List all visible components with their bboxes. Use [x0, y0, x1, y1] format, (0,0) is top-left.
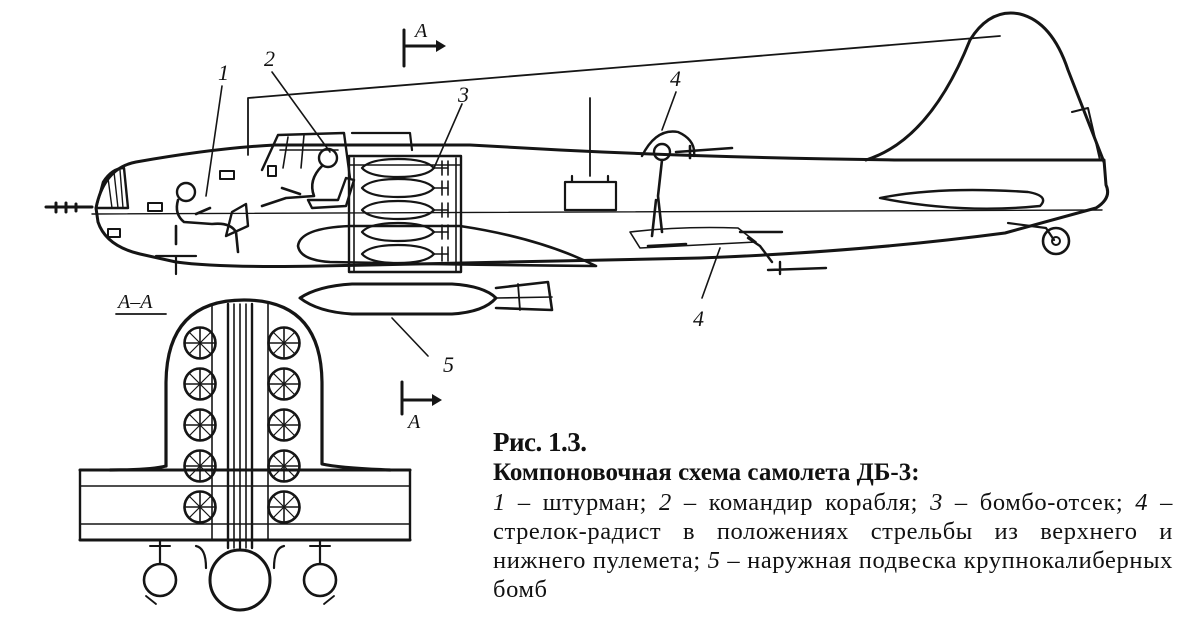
nose-machine-gun [44, 201, 94, 214]
central-beam [211, 302, 269, 550]
section-marker-bottom: A [400, 380, 442, 433]
bomb-rows [183, 326, 301, 524]
upper-gunner-figure [629, 130, 828, 276]
external-bomb [298, 280, 554, 316]
legend-num-1: 1 [493, 488, 506, 516]
horizontal-stabilizer [878, 188, 1045, 210]
label-bomb-bay: 3 [457, 82, 469, 107]
legend-num-4: 4 [1135, 488, 1149, 516]
section-letter-bottom: A [406, 411, 421, 433]
navigator-figure [154, 181, 250, 276]
label-commander: 2 [264, 46, 275, 71]
figure-legend: 1 – штурман; 2 – командир корабля; 3 – б… [493, 488, 1173, 605]
cockpit-canopy [260, 131, 352, 180]
legend-num-3: 3 [930, 488, 943, 516]
legend-text-1: – штурман; [505, 488, 659, 516]
tail-wheel [1006, 221, 1071, 256]
figure-caption: Рис. 1.3. Компоновочная схема самолета Д… [493, 426, 1173, 604]
external-bombs-section [142, 538, 338, 612]
legend-text-3: – бомбо-отсек; [942, 488, 1136, 516]
legend-text-5: – наружная подвеска крупнокалиберных бом… [493, 547, 1173, 604]
legend-num-2: 2 [659, 488, 672, 516]
nose-glazing [94, 166, 130, 210]
commander-figure [260, 147, 356, 210]
fuselage-outline [94, 143, 1110, 268]
side-view: A 1 2 3 4 4 5 [44, 11, 1110, 377]
figure-title: Компоновочная схема самолета ДБ-3: [493, 459, 920, 487]
wing-root [296, 224, 598, 268]
section-view: А–А [78, 291, 442, 612]
label-gunner-upper: 4 [670, 66, 681, 91]
legend-num-5: 5 [707, 547, 721, 575]
vertical-tail [864, 11, 1106, 164]
section-view-title: А–А [116, 291, 153, 313]
section-marker-top: A [402, 20, 446, 68]
label-gunner-lower: 4 [693, 306, 704, 331]
radio-antenna [247, 35, 1001, 177]
figure-number: Рис. 1.3. [493, 427, 587, 457]
legend-text-4: – стрелок-радист в положениях стрельбы и… [493, 488, 1173, 575]
label-external-bomb: 5 [443, 352, 454, 377]
fuselage-cross-section [164, 298, 392, 472]
section-letter-top: A [413, 20, 428, 42]
legend-text-2: – командир корабля; [671, 488, 931, 516]
label-navigator: 1 [218, 60, 229, 85]
bomb-bay [347, 154, 463, 274]
leader-lines [205, 71, 721, 357]
